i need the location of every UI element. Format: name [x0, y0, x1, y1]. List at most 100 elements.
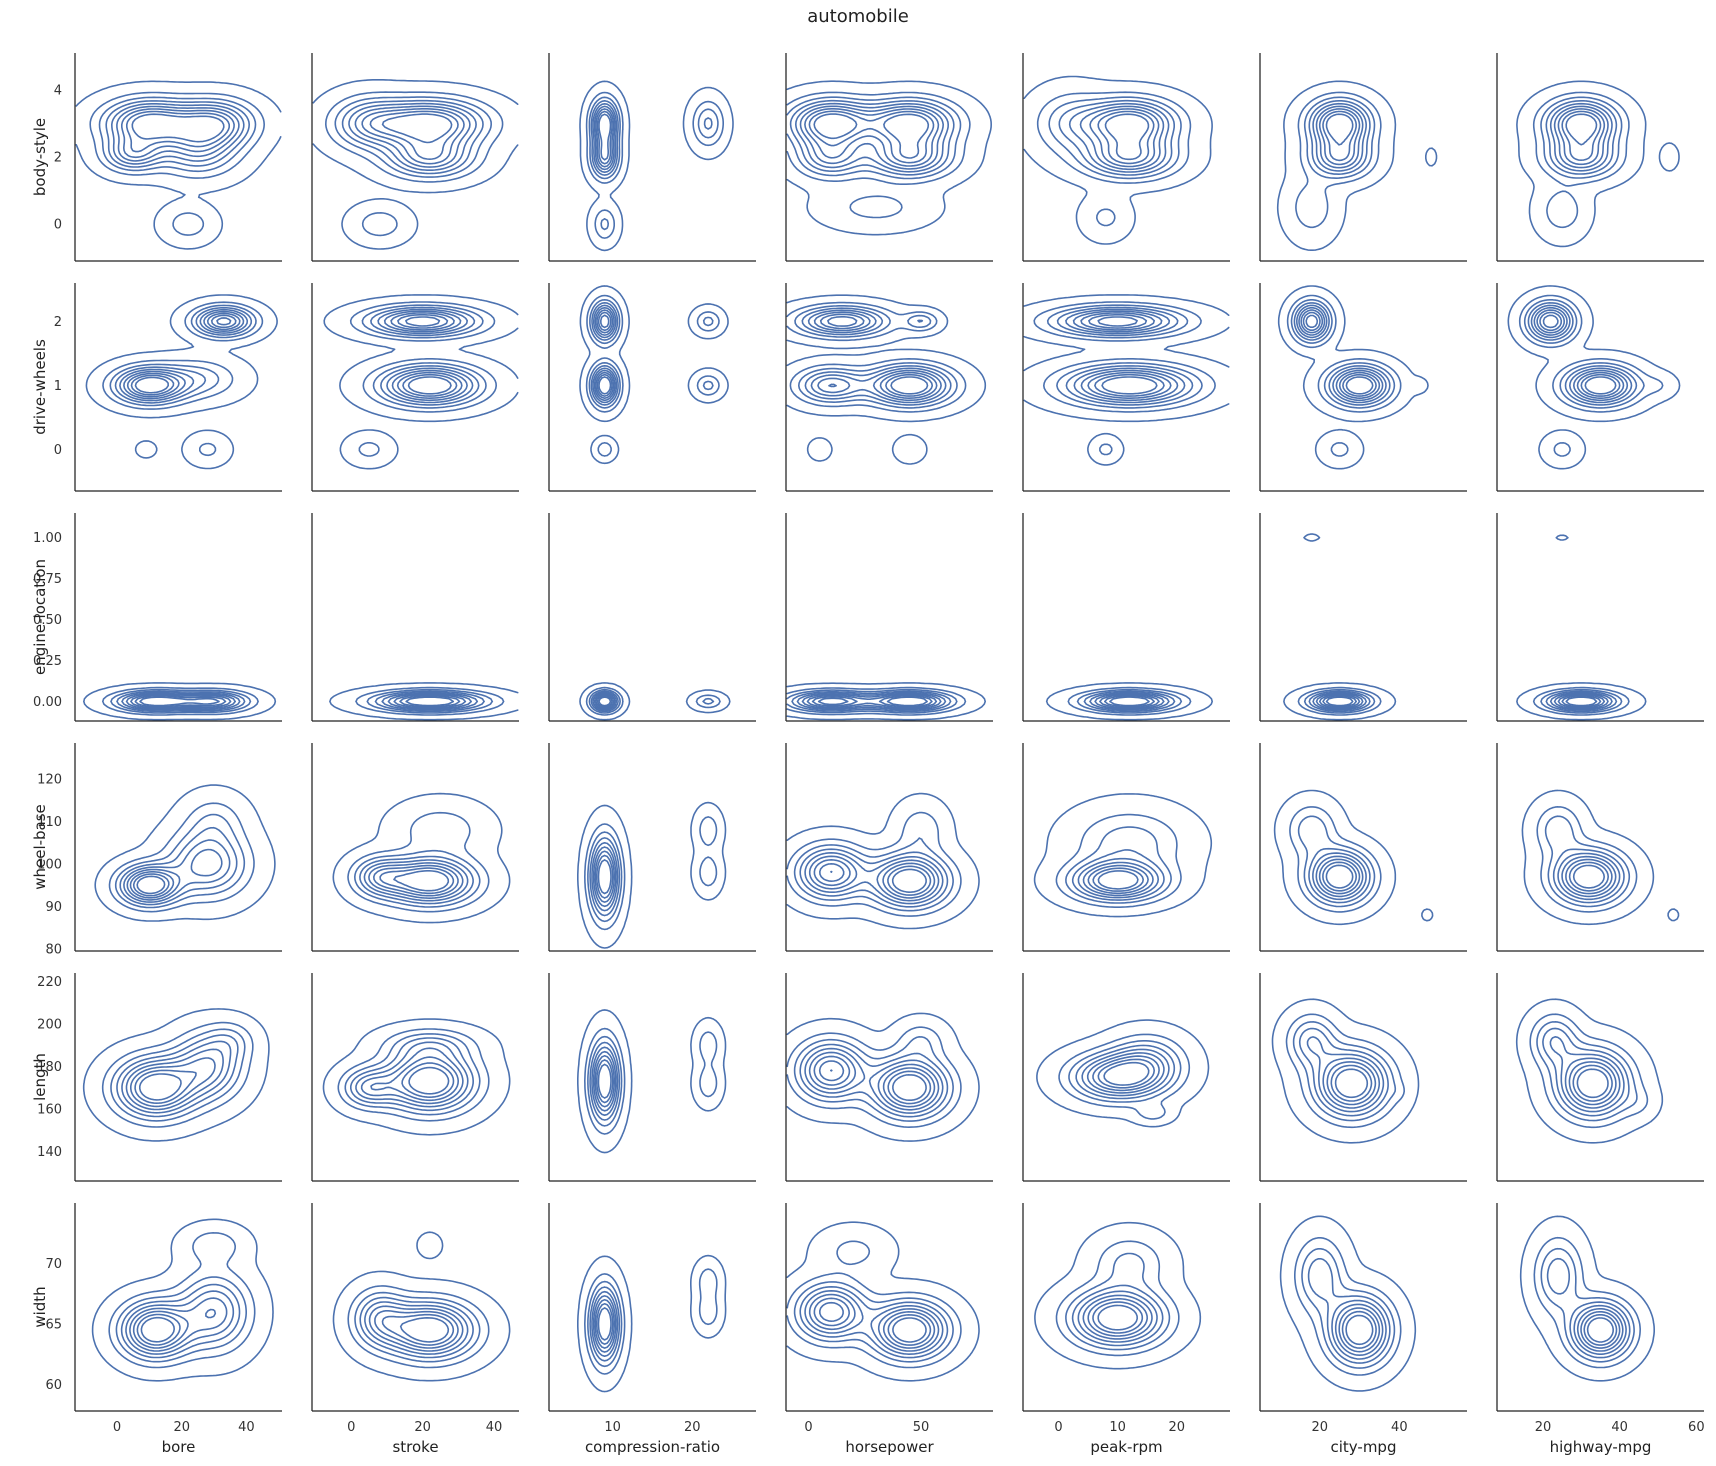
kde-contour-engine-location-city-mpg-level-3	[1303, 688, 1376, 714]
kde-contour-length-bore-level-8	[134, 1069, 197, 1104]
kde-contour-wheel-base-stroke-level-6	[368, 862, 464, 899]
y-tick-label-length: 140	[37, 1145, 62, 1160]
kde-contour-wheel-base-compression-ratio-level-5	[591, 842, 619, 912]
kde-contour-engine-location-peak-rpm-level-5	[1089, 691, 1170, 711]
kde-contour-drive-wheels-bore-level-9	[134, 317, 232, 394]
kde-contour-length-highway-mpg-level-1	[1515, 998, 1664, 1144]
kde-contour-body-style-stroke-level-1	[312, 79, 519, 250]
kde-contour-length-compression-ratio-level-1	[577, 1009, 727, 1154]
kde-contour-wheel-base-horsepower-level-8	[819, 863, 932, 896]
kde-contour-length-compression-ratio-level-2	[584, 1027, 718, 1135]
kde-contour-width-bore-level-4	[120, 1283, 241, 1359]
kde-contour-body-style-compression-ratio-level-6	[593, 105, 616, 171]
kde-contour-width-peak-rpm-level-3	[1065, 1252, 1171, 1351]
kde-contour-body-style-compression-ratio-level-7	[595, 108, 615, 168]
kde-contour-wheel-base-peak-rpm-level-5	[1077, 857, 1159, 899]
kde-contour-width-stroke-level-1	[332, 1231, 511, 1382]
kde-contour-engine-location-stroke-level-2	[355, 686, 505, 716]
kde-contour-length-peak-rpm-level-6	[1086, 1052, 1165, 1094]
kde-contour-length-city-mpg-level-9	[1334, 1068, 1369, 1099]
kde-contour-width-peak-rpm-level-8	[1092, 1301, 1144, 1334]
y-axis-label-width: width	[31, 1286, 49, 1327]
kde-contour-width-peak-rpm-level-5	[1077, 1290, 1158, 1343]
kde-contour-body-style-city-mpg-level-2	[1295, 91, 1382, 229]
kde-contour-engine-location-peak-rpm-level-4	[1083, 690, 1176, 713]
kde-contour-wheel-base-city-mpg-level-5	[1312, 852, 1367, 901]
kde-contour-drive-wheels-bore-level-3	[109, 304, 257, 407]
kde-contour-engine-location-peak-rpm-level-3	[1076, 688, 1183, 714]
kde-contour-body-style-compression-ratio-level-3	[588, 96, 719, 231]
kde-contour-width-horsepower-level-1	[786, 1221, 980, 1382]
kde-contour-wheel-base-bore-level-1	[94, 784, 276, 922]
kde-contour-width-highway-mpg-level-3	[1540, 1247, 1635, 1363]
kde-contour-body-style-highway-mpg-level-1	[1516, 80, 1680, 248]
y-tick-label-body-style: 4	[54, 83, 62, 98]
kde-contour-wheel-base-compression-ratio-level-1	[577, 801, 727, 949]
kde-contour-wheel-base-peak-rpm-level-7	[1087, 864, 1149, 895]
kde-contour-wheel-base-horsepower-level-7	[813, 859, 936, 899]
kde-contour-wheel-base-compression-ratio-level-7	[594, 850, 616, 903]
x-tick-label-highway-mpg: 60	[1688, 1420, 1705, 1435]
kde-contour-body-style-highway-mpg-level-6	[1553, 105, 1609, 169]
kde-contour-width-city-mpg-level-1	[1279, 1215, 1417, 1392]
kde-contour-engine-location-bore-level-2	[102, 686, 259, 716]
kde-contour-drive-wheels-horsepower-level-7	[819, 313, 938, 399]
kde-contour-wheel-base-horsepower-level-3	[793, 837, 954, 912]
kde-contour-wheel-base-horsepower-level-5	[804, 852, 944, 905]
kde-contour-engine-location-horsepower-level-5	[796, 691, 947, 711]
kde-contour-engine-location-horsepower-level-3	[786, 688, 958, 714]
kde-contour-length-horsepower-level-4	[799, 1043, 949, 1118]
kde-contour-length-city-mpg-level-1	[1271, 998, 1420, 1144]
kde-contour-width-city-mpg-level-3	[1301, 1248, 1396, 1369]
kde-contour-length-horsepower-level-9	[830, 1069, 927, 1101]
y-tick-label-wheel-base: 110	[37, 815, 62, 830]
kde-contour-wheel-base-stroke-level-3	[354, 849, 481, 908]
kde-contour-drive-wheels-compression-ratio-level-4	[590, 302, 619, 406]
kde-contour-width-horsepower-level-2	[786, 1240, 962, 1369]
y-axis-label-body-style: body-style	[31, 118, 49, 196]
kde-contour-wheel-base-highway-mpg-level-9	[1572, 864, 1605, 889]
kde-contour-width-horsepower-level-8	[819, 1301, 932, 1346]
kde-contour-length-peak-rpm-level-3	[1068, 1040, 1182, 1103]
kde-contour-drive-wheels-highway-mpg-level-2	[1518, 294, 1664, 457]
kde-contour-length-peak-rpm-level-5	[1081, 1048, 1170, 1097]
kde-contour-width-city-mpg-level-2	[1294, 1237, 1402, 1376]
x-tick-label-stroke: 0	[347, 1420, 355, 1435]
kde-contour-wheel-base-compression-ratio-level-4	[589, 837, 621, 917]
kde-contour-engine-location-highway-mpg-level-9	[1565, 696, 1598, 707]
y-tick-label-engine-location: 0.50	[33, 613, 62, 628]
kde-contour-wheel-base-stroke-level-4	[359, 855, 474, 905]
kde-contour-engine-location-city-mpg-level-8	[1322, 695, 1357, 708]
kde-contour-engine-location-highway-mpg-level-8	[1561, 695, 1602, 708]
kde-contour-body-style-compression-ratio-level-4	[590, 100, 713, 176]
kde-contour-width-compression-ratio-level-8	[596, 1303, 614, 1345]
kde-contour-length-stroke-level-7	[370, 1056, 459, 1102]
y-tick-label-wheel-base: 120	[37, 773, 62, 788]
kde-contour-width-city-mpg-level-5	[1331, 1299, 1387, 1360]
kde-contour-body-style-bore-level-5	[111, 103, 245, 165]
kde-contour-width-compression-ratio-level-3	[587, 1280, 623, 1368]
kde-contour-wheel-base-compression-ratio-level-6	[592, 846, 617, 908]
kde-contour-length-horsepower-level-2	[786, 1026, 962, 1128]
kde-contour-body-style-bore-level-4	[105, 100, 250, 168]
kde-contour-width-peak-rpm-level-9	[1097, 1304, 1138, 1331]
kde-contour-body-style-bore-level-6	[116, 105, 240, 162]
y-tick-label-engine-location: 1.00	[33, 531, 62, 546]
kde-contour-body-style-peak-rpm-level-6	[1079, 105, 1165, 171]
y-tick-label-engine-location: 0.25	[33, 654, 62, 669]
kde-contour-body-style-city-mpg-level-3	[1303, 96, 1376, 179]
y-tick-label-drive-wheels: 0	[54, 443, 62, 458]
x-tick-label-horsepower: 50	[913, 1420, 930, 1435]
kde-contour-width-stroke-level-9	[399, 1317, 450, 1343]
kde-contour-drive-wheels-compression-ratio-level-3	[588, 299, 714, 409]
kde-contour-length-bore-level-6	[125, 1048, 224, 1111]
kde-contour-width-city-mpg-level-9	[1345, 1314, 1374, 1346]
kde-contour-body-style-stroke-level-5	[348, 102, 477, 171]
kde-contour-drive-wheels-horsepower-level-5	[807, 309, 947, 404]
y-tick-label-length: 160	[37, 1102, 62, 1117]
kde-contour-body-style-city-mpg-level-4	[1308, 100, 1371, 175]
x-axis-label-stroke: stroke	[392, 1438, 438, 1456]
kde-contour-width-city-mpg-level-7	[1338, 1307, 1381, 1353]
kde-contour-drive-wheels-bore-level-7	[126, 312, 241, 398]
kde-contour-length-stroke-level-2	[337, 1028, 490, 1122]
